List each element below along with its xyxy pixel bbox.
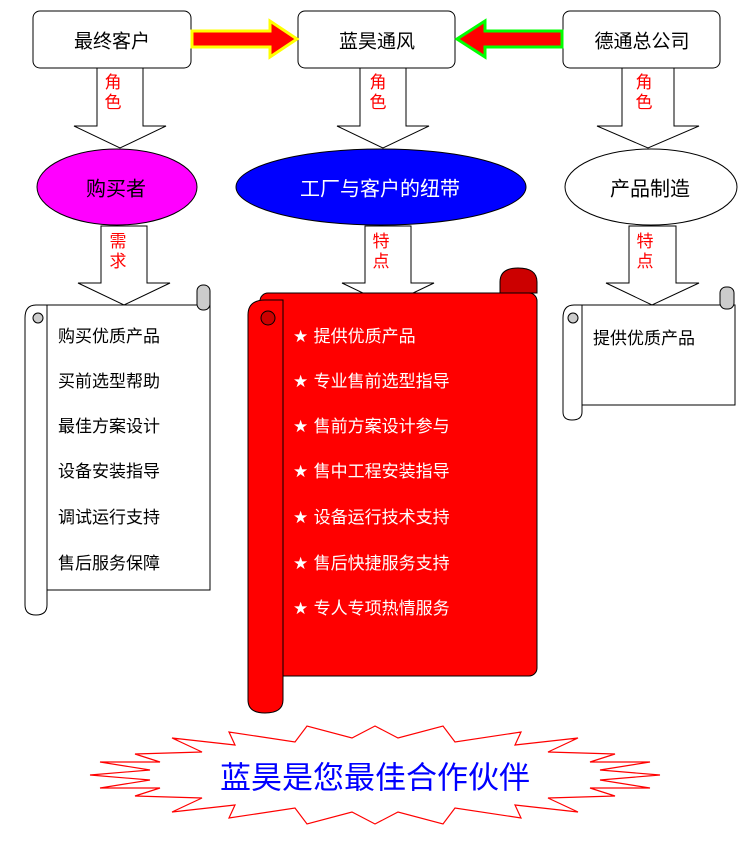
list-item: 最佳方案设计: [58, 417, 160, 437]
list-item: 售后服务保障: [58, 554, 160, 574]
down-arrow-icon: [73, 67, 167, 149]
manufacture-label: 产品制造: [610, 176, 690, 201]
down-arrow-icon: [77, 225, 171, 306]
role-label: 角色: [369, 73, 387, 113]
lanhao-label: 蓝昊通风: [338, 30, 416, 53]
list-item: 调试运行支持: [58, 508, 160, 528]
down-arrow-icon: [605, 225, 700, 306]
center-scroll: [247, 267, 538, 714]
list-item: ★ 设备运行技术支持: [293, 508, 450, 528]
ellipse-manufacture: [564, 148, 738, 226]
arrow-right-icon: [190, 18, 300, 60]
list-item: ★ 售前方案设计参与: [293, 417, 450, 437]
slogan: 蓝昊是您最佳合作伙伴: [220, 760, 530, 797]
list-item: ★ 售后快捷服务支持: [293, 554, 450, 574]
ellipse-buyer: [36, 148, 198, 226]
right-scroll: [562, 286, 736, 421]
ellipse-bond: [235, 148, 527, 226]
buyer-label: 购买者: [86, 176, 146, 201]
list-item: ★ 售中工程安装指导: [293, 462, 450, 482]
bond-label: 工厂与客户的纽带: [300, 176, 460, 201]
list-item: ★ 专业售前选型指导: [293, 372, 450, 392]
need-label: 需求: [109, 232, 127, 272]
arrow-left-icon: [454, 18, 564, 60]
list-item: ★ 专人专项热情服务: [293, 599, 450, 619]
end-customer-label: 最终客户: [73, 30, 151, 53]
list-item: ★ 提供优质产品: [293, 327, 416, 347]
down-arrow-icon: [596, 67, 700, 149]
list-item: 提供优质产品: [593, 329, 695, 349]
feature-label: 特点: [372, 232, 390, 272]
role-label: 角色: [104, 73, 122, 113]
role-label: 角色: [635, 73, 653, 113]
feature-label: 特点: [636, 232, 654, 272]
list-item: 买前选型帮助: [58, 372, 160, 392]
left-scroll: [24, 284, 211, 616]
starburst: [89, 725, 661, 825]
list-item: 购买优质产品: [58, 327, 160, 347]
detong-label: 德通总公司: [594, 30, 690, 53]
list-item: 设备安装指导: [58, 462, 160, 482]
down-arrow-icon: [336, 67, 430, 149]
